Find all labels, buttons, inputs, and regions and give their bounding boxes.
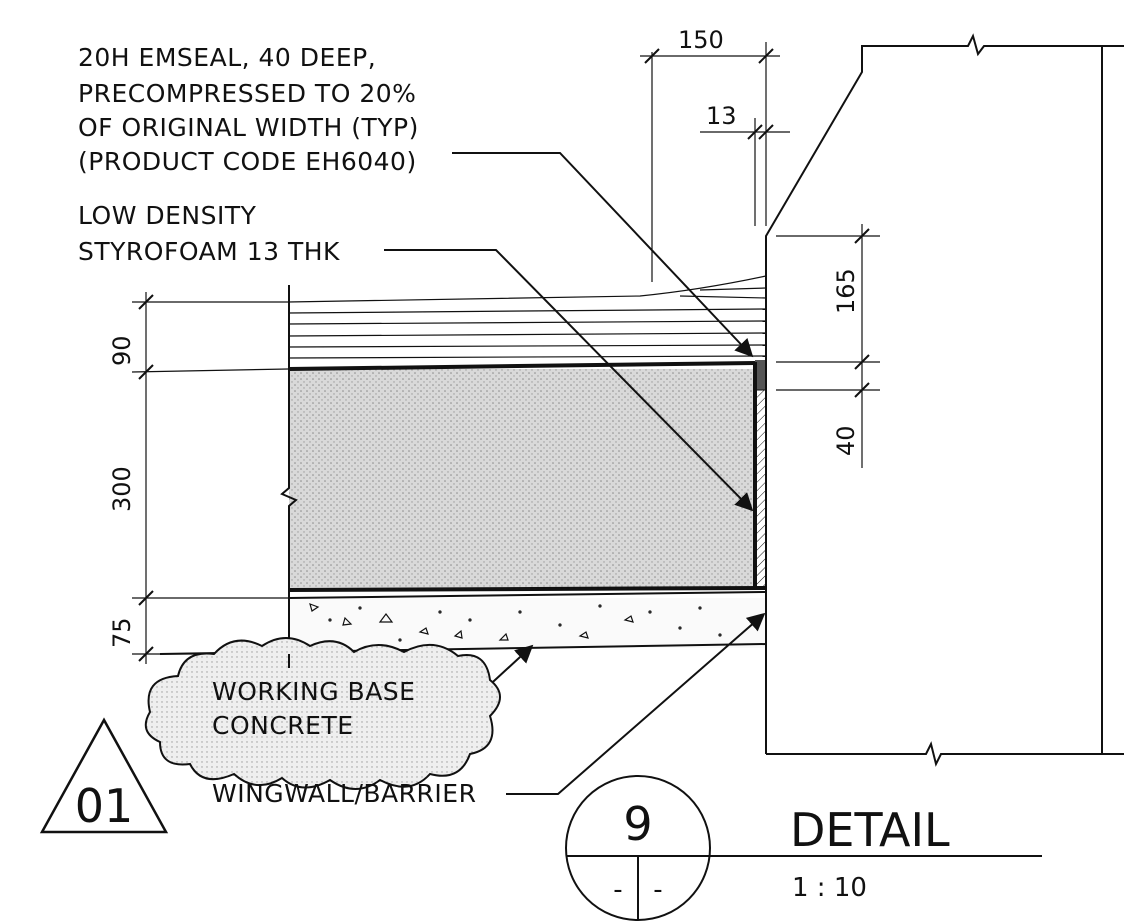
emseal-seal [755,360,766,390]
dimension-text: 150 13 165 40 90 300 75 [108,26,860,648]
detail-tag: 9 - - DETAIL 1 : 10 [565,775,1042,921]
working-base-concrete [289,598,766,648]
emseal-note-line4: (PRODUCT CODE EH6040) [78,147,417,176]
dim-40: 40 [832,425,860,456]
dim-13: 13 [706,102,737,130]
dim-90: 90 [108,335,136,366]
dimension-lines [131,42,880,664]
revision-cloud [144,637,501,790]
detail-number: 9 [623,797,652,851]
base-note-line1: WORKING BASE [212,677,415,706]
expansion-joint [753,360,767,590]
dim-75: 75 [108,617,136,648]
emseal-note-line1: 20H EMSEAL, 40 DEEP, [78,43,376,72]
dim-165: 165 [832,268,860,314]
emseal-note-line2: PRECOMPRESSED TO 20% [78,79,416,108]
concrete-aggregate-marks [309,603,722,642]
pavement-layers [159,275,767,668]
notes: 20H EMSEAL, 40 DEEP, PRECOMPRESSED TO 20… [78,43,476,808]
sheet-ref-right: - [653,875,662,905]
wingwall-note: WINGWALL/BARRIER [212,779,476,808]
detail-title: DETAIL [790,803,950,857]
dim-150: 150 [678,26,724,54]
wingwall-barrier [765,33,1124,767]
dim-300: 300 [108,466,136,512]
base-note-line2: CONCRETE [212,711,354,740]
emseal-note-line3: OF ORIGINAL WIDTH (TYP) [78,113,419,142]
concrete-slab [289,369,755,588]
foam-note-line1: LOW DENSITY [78,201,257,230]
sheet-ref-left: - [613,875,622,905]
foam-note-line2: STYROFOAM 13 THK [78,237,340,266]
detail-scale: 1 : 10 [792,873,867,903]
revision-number: 01 [75,779,134,833]
revision-triangle: 01 [39,717,169,834]
